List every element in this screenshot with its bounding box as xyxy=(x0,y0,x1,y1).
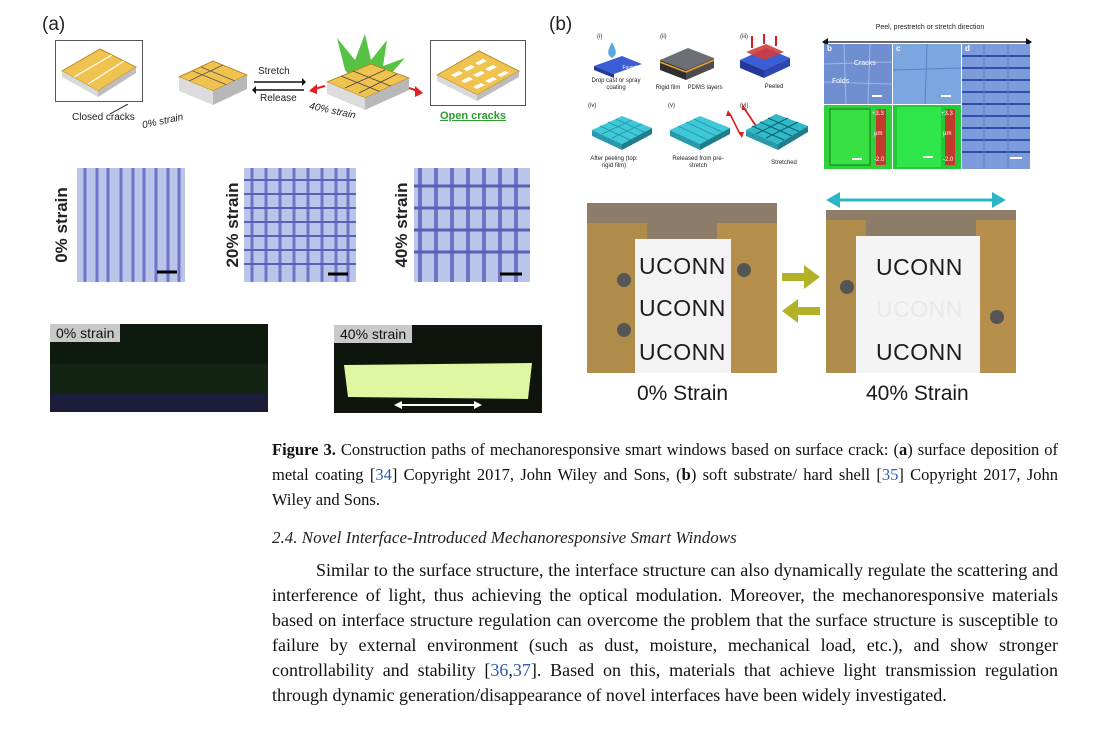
caption-text-1: Construction paths of mechanoresponsive … xyxy=(335,440,899,459)
step-iii-diagram xyxy=(736,34,792,82)
uconn-stretched-3: UCONN xyxy=(876,339,963,365)
micrograph-0-strain xyxy=(77,168,185,282)
figure-caption-label: Figure 3. xyxy=(272,440,336,459)
direction-arrow xyxy=(822,33,1032,46)
paragraph-ref-36[interactable]: 36 xyxy=(490,660,509,680)
micro-b-label: b xyxy=(827,44,832,53)
step-v-diagram xyxy=(666,106,744,154)
step-v-text: Released from pre-stretch xyxy=(672,156,724,169)
step-i-diagram xyxy=(592,40,644,80)
photo-0-strain: 0% strain xyxy=(50,324,268,412)
foundation-label: Foundation xyxy=(622,65,648,71)
stretch-arrow-cyan xyxy=(826,190,1006,210)
scale-hi-c: +3.3 xyxy=(941,111,953,117)
stretch-label: Stretch xyxy=(258,66,290,77)
caption-b: b xyxy=(681,465,691,484)
folds-label: Folds xyxy=(832,78,850,85)
step-iv-text: After peeling (top: rigid film) xyxy=(590,156,638,169)
micro-d-label: d xyxy=(965,44,970,53)
photo-40-strain-tag: 40% strain xyxy=(334,325,413,343)
micro-c-top: c xyxy=(893,44,961,104)
paragraph-text-1: Similar to the surface structure, the in… xyxy=(272,560,1058,680)
micro-b-top: b Cracks Folds xyxy=(824,44,892,104)
film-block-relaxed xyxy=(175,55,250,110)
micrograph-40-strain xyxy=(414,168,530,282)
caption-text-5: ] Copyright 2017, John Wiley and Sons. xyxy=(272,465,1058,509)
step-iii-text: Peeled xyxy=(764,84,784,90)
micro-20-label: 20% strain xyxy=(223,182,242,268)
micro-0-label: 0% strain xyxy=(52,187,71,263)
uconn-relaxed-3: UCONN xyxy=(639,339,726,365)
uconn-photo-stretched: UCONN UCONN UCONN xyxy=(826,210,1016,373)
step-ii-text: Rigid film xyxy=(655,85,681,91)
scale-lo-b: -2.0 xyxy=(874,157,885,163)
caption-a: a xyxy=(899,440,908,459)
step-i-num: (i) xyxy=(597,34,603,40)
step-iii-num: (iii) xyxy=(740,34,748,40)
step-iv-diagram xyxy=(588,106,658,154)
release-label: Release xyxy=(260,93,297,104)
cracks-label: Cracks xyxy=(854,60,876,67)
paragraph-ref-comma: , xyxy=(508,660,513,680)
photo-40-strain: 40% strain xyxy=(334,325,542,413)
micro-c-label: c xyxy=(896,44,901,53)
photo-0-strain-tag: 0% strain xyxy=(50,324,121,342)
closed-cracks-label: Closed cracks xyxy=(72,112,135,123)
step-ii-diagram xyxy=(656,40,716,82)
layers-label: (1-3 layers) xyxy=(680,43,706,49)
film-block-stretched xyxy=(305,30,425,115)
strain-direction-arrows xyxy=(780,265,822,323)
uconn-photo-relaxed: UCONN UCONN UCONN xyxy=(587,203,777,373)
step-i-text: Drop cast or spray coating xyxy=(591,78,641,91)
uconn-stretched-2: UCONN xyxy=(876,296,963,322)
figure-caption: Figure 3. Construction paths of mechanor… xyxy=(272,437,1058,512)
scale-lo-c: -2.0 xyxy=(943,157,954,163)
step-v-num: (v) xyxy=(668,103,675,109)
uconn-stretched-1: UCONN xyxy=(876,254,963,280)
panel-b-label: (b) xyxy=(549,14,573,35)
micro-c-height: +3.3 μm -2.0 xyxy=(893,105,961,169)
panel-a-label: (a) xyxy=(42,14,66,35)
step-ii-num: (ii) xyxy=(660,34,667,40)
stretch-release-arrows xyxy=(252,78,306,94)
closed-cracks-inset xyxy=(55,40,143,102)
micro-40-label: 40% strain xyxy=(392,182,411,268)
scale-hi-b: +3.3 xyxy=(872,111,884,117)
micrograph-20-strain xyxy=(244,168,356,282)
open-cracks-label: Open cracks xyxy=(440,110,507,122)
micro-b-height: +3.3 μm -2.0 xyxy=(824,105,892,169)
paragraph-ref-37[interactable]: 37 xyxy=(512,660,531,680)
caption-ref-34[interactable]: 34 xyxy=(375,465,392,484)
direction-label: Peel, prestretch or stretch direction xyxy=(875,24,985,31)
step-vi-diagram xyxy=(741,104,814,160)
caption-text-3: ] Copyright 2017, John Wiley and Sons, ( xyxy=(391,465,682,484)
uconn-relaxed-1: UCONN xyxy=(639,253,726,279)
caption-0-strain: 0% Strain xyxy=(637,382,729,405)
caption-40-strain: 40% Strain xyxy=(866,382,969,405)
micro-d: d xyxy=(962,44,1030,169)
paragraph-text-2: ]. Based on this, materials that achieve… xyxy=(272,660,1058,705)
scale-unit-b: μm xyxy=(874,131,883,137)
step-iv-num: (iv) xyxy=(588,103,597,109)
step-ii-text2: PDMS layers xyxy=(687,85,723,91)
caption-text-4: ) soft substrate/ hard shell [ xyxy=(690,465,882,484)
caption-ref-35[interactable]: 35 xyxy=(881,465,899,484)
section-paragraph: Similar to the surface structure, the in… xyxy=(272,558,1058,708)
section-heading: 2.4. Novel Interface-Introduced Mechanor… xyxy=(272,528,737,547)
caption-text-2: ) surface deposition of metal coating [ xyxy=(272,440,1058,484)
open-cracks-inset xyxy=(430,40,526,106)
uconn-relaxed-2: UCONN xyxy=(639,295,726,321)
scale-unit-c: μm xyxy=(943,131,952,137)
step-vi-text: Stretched xyxy=(771,160,797,166)
step-vi-num: (vi) xyxy=(740,103,749,109)
